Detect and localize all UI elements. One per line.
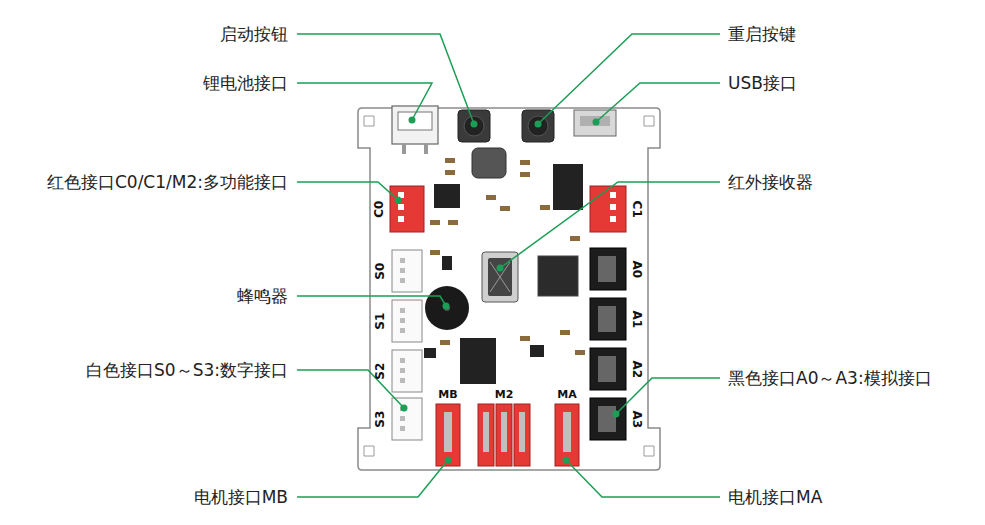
port-name: S1 <box>373 312 387 329</box>
red-connector <box>390 186 424 232</box>
port-name: S0 <box>373 262 387 279</box>
port-name: S2 <box>373 362 387 379</box>
callout-label: 重启按键 <box>728 24 796 44</box>
start-button <box>458 110 490 142</box>
port-name: S3 <box>373 410 387 427</box>
usb-port <box>574 110 616 136</box>
port-name: C1 <box>630 200 644 217</box>
leader-line <box>297 34 720 497</box>
port-name: A0 <box>630 260 644 278</box>
connector-pin <box>444 412 571 452</box>
white-connector <box>392 250 422 440</box>
port-name: C0 <box>373 200 387 217</box>
callout-label: 电机接口MA <box>728 487 822 507</box>
board-outline <box>358 108 660 470</box>
callout-label: 黑色接口A0～A3:模拟接口 <box>728 368 932 388</box>
port-name: MA <box>557 388 576 401</box>
connector-pin <box>598 256 616 432</box>
callout-label: 红外接收器 <box>728 172 813 192</box>
callout-label: 锂电池接口 <box>203 73 288 93</box>
port-name: MB <box>438 388 457 401</box>
buzzer <box>425 286 469 330</box>
black-connector <box>590 248 626 440</box>
callout-label: 电机接口MB <box>194 487 288 507</box>
inductor <box>472 148 506 178</box>
leader-dot <box>395 117 620 464</box>
port-name: A2 <box>630 360 644 378</box>
motor-connector <box>436 404 579 466</box>
callout-label: 启动按钮 <box>220 24 288 44</box>
callout-label: 蜂鸣器 <box>237 286 288 306</box>
port-name: M2 <box>495 388 514 401</box>
callout-label: USB接口 <box>728 73 797 93</box>
port-name: A1 <box>630 310 644 328</box>
smd-parts <box>430 158 585 361</box>
port-name: A3 <box>630 410 644 428</box>
red-connector <box>590 186 626 232</box>
ic-chip <box>424 164 583 384</box>
reset-button <box>522 110 554 142</box>
callout-label: 白色接口S0～S3:数字接口 <box>86 360 288 380</box>
callout-label: 红色接口C0/C1/M2:多功能接口 <box>47 172 288 192</box>
